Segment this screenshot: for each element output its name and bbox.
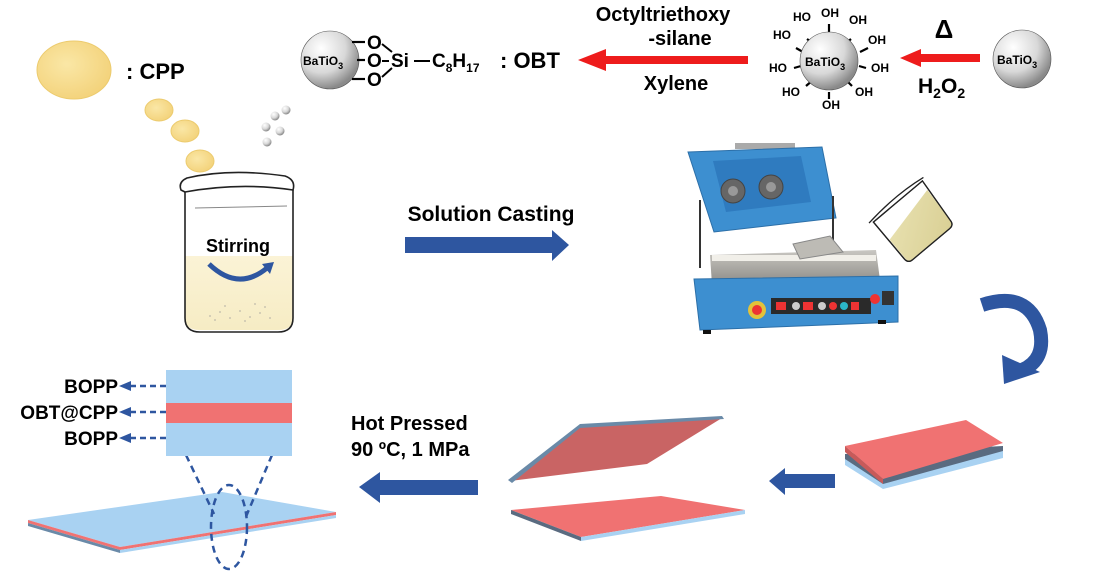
obt-label: : OBT [500, 48, 560, 73]
cpp-droplet-icon [185, 149, 215, 173]
hydroxyl-label: OH [849, 13, 867, 27]
cpp-droplet-icon [144, 98, 174, 122]
red-arrow-left [578, 49, 748, 71]
pouring-beaker [868, 176, 953, 262]
curved-arrow-down-icon [979, 293, 1049, 384]
blue-arrow-right [405, 230, 569, 261]
particle-icon [261, 122, 271, 132]
layer-bopp-bottom [166, 423, 292, 456]
raw-batio3-particle: BaTiO3 [992, 29, 1052, 89]
arrow-head-icon [119, 407, 131, 417]
hydroxyl-label: OH [821, 6, 839, 20]
hydroxyl-label: HO [782, 85, 800, 99]
stirring-arrow-icon [207, 262, 269, 282]
oxygen-label: O [367, 70, 382, 91]
cast-film-sheet [845, 420, 1003, 489]
particle-icon [262, 137, 272, 147]
svg-text:BaTiO3: BaTiO3 [303, 54, 343, 71]
solution-casting-label: Solution Casting [408, 203, 575, 226]
hydroxyl-label: OH [855, 85, 873, 99]
split-film-sheets [508, 416, 745, 541]
falling-cpp-droplets [144, 98, 215, 173]
sediment-particles [209, 303, 271, 322]
hydroxyl-label: HO [769, 61, 787, 75]
hot-press-label-line2: 90 ºC, 1 MPa [351, 439, 470, 461]
hydroxyl-label: OH [822, 98, 840, 112]
red-arrow-left [900, 49, 980, 67]
blue-arrow-left [359, 472, 478, 503]
cpp-droplet-icon [170, 119, 200, 143]
svg-text:BaTiO3: BaTiO3 [997, 53, 1037, 70]
heat-symbol: Δ [935, 14, 954, 44]
layer-bopp-top [166, 370, 292, 403]
falling-obt-particles [261, 105, 291, 147]
svg-text:BaTiO3: BaTiO3 [805, 55, 845, 72]
h2o2-step: Δ H2O2 [900, 14, 980, 101]
layer-label: BOPP [64, 377, 118, 398]
arrow-head-icon [119, 381, 131, 391]
silane-reagent-line1: Octyltriethoxy [596, 4, 731, 26]
particle-icon [281, 105, 291, 115]
tape-casting-machine-image [687, 143, 899, 334]
silane-step: Octyltriethoxy -silane Xylene [578, 4, 748, 95]
layer-label: OBT@CPP [20, 403, 118, 424]
core-label: BaTiO [303, 54, 338, 68]
stirring-beaker: Stirring [179, 171, 295, 333]
hydroxyl-label: OH [871, 61, 889, 75]
particle-icon [275, 126, 285, 136]
solution-casting-step: Solution Casting [405, 203, 574, 261]
silane-solvent-label: Xylene [644, 73, 708, 95]
cpp-legend-label: : CPP [126, 59, 185, 84]
silane-reagent-line2: -silane [648, 28, 711, 50]
cpp-legend: : CPP [36, 40, 185, 100]
blue-arrow-left [769, 468, 835, 495]
layer-label: BOPP [64, 429, 118, 450]
hydroxyl-label: HO [773, 28, 791, 42]
hot-press-step: Hot Pressed 90 ºC, 1 MPa [351, 413, 478, 503]
alkyl-chain-label: C8H17 [432, 51, 480, 75]
laminated-film-sheet [28, 492, 336, 553]
oxygen-label: O [367, 51, 382, 72]
h2o2-label: H2O2 [918, 75, 965, 101]
zoom-ellipse [209, 483, 249, 571]
oxygen-label: O [367, 33, 382, 54]
hydroxyl-label: OH [868, 33, 886, 47]
obt-structure: BaTiO3 O O O Si C8H17 : OBT [300, 30, 560, 91]
hydroxyl-label: HO [793, 10, 811, 24]
layer-obt-cpp [166, 403, 292, 423]
cross-section: BOPP OBT@CPP BOPP [20, 370, 292, 456]
batio3-particle-icon [992, 29, 1052, 89]
batio3-particle-icon [799, 31, 859, 91]
stirring-label: Stirring [206, 236, 270, 256]
particle-icon [270, 111, 280, 121]
hot-press-label-line1: Hot Pressed [351, 413, 468, 435]
arrow-head-icon [119, 433, 131, 443]
hydroxylated-particle: BaTiO3 OH HO OH HO OH HO OH HO OH OH [769, 6, 889, 112]
magnification-indicator [184, 454, 274, 571]
cpp-droplet-icon [36, 40, 112, 100]
silicon-label: Si [391, 51, 409, 72]
